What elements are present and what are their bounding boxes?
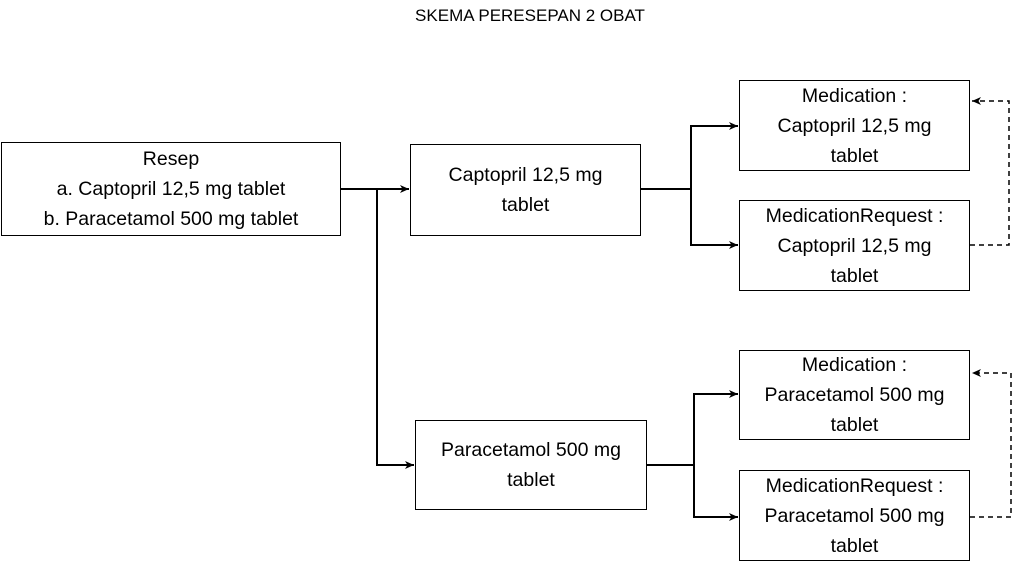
edge-reference-paracetamol (970, 369, 1012, 518)
edge-resep-paracetamol (376, 189, 414, 469)
paracetamol-node-label: Paracetamol 500 mg tablet (441, 439, 621, 491)
diagram-title: SKEMA PERESEPAN 2 OBAT (415, 6, 645, 25)
medication-request-paracetamol-label: MedicationRequest : Paracetamol 500 mg t… (764, 474, 945, 557)
captopril-node-label: Captopril 12,5 mg tablet (448, 164, 603, 216)
edge-captopril-medication-request (690, 189, 738, 249)
paracetamol-node: Paracetamol 500 mg tablet (415, 420, 647, 510)
edge-paracetamol-medication-request (693, 465, 738, 521)
medication-request-captopril-node: MedicationRequest : Captopril 12,5 mg ta… (739, 200, 970, 291)
edge-paracetamol-medication (647, 390, 738, 466)
medication-request-paracetamol-node: MedicationRequest : Paracetamol 500 mg t… (739, 470, 970, 561)
edge-reference-captopril (970, 97, 1010, 246)
resep-node: Resep a. Captopril 12,5 mg tablet b. Par… (1, 142, 341, 236)
medication-request-captopril-label: MedicationRequest : Captopril 12,5 mg ta… (765, 204, 944, 287)
resep-node-label: Resep a. Captopril 12,5 mg tablet b. Par… (43, 148, 299, 230)
medication-paracetamol-node: Medication : Paracetamol 500 mg tablet (739, 350, 970, 440)
edge-captopril-medication (641, 122, 738, 190)
captopril-node: Captopril 12,5 mg tablet (410, 144, 641, 236)
medication-captopril-label: Medication : Captopril 12,5 mg tablet (777, 84, 932, 167)
medication-paracetamol-label: Medication : Paracetamol 500 mg tablet (764, 354, 945, 436)
medication-captopril-node: Medication : Captopril 12,5 mg tablet (739, 80, 970, 171)
